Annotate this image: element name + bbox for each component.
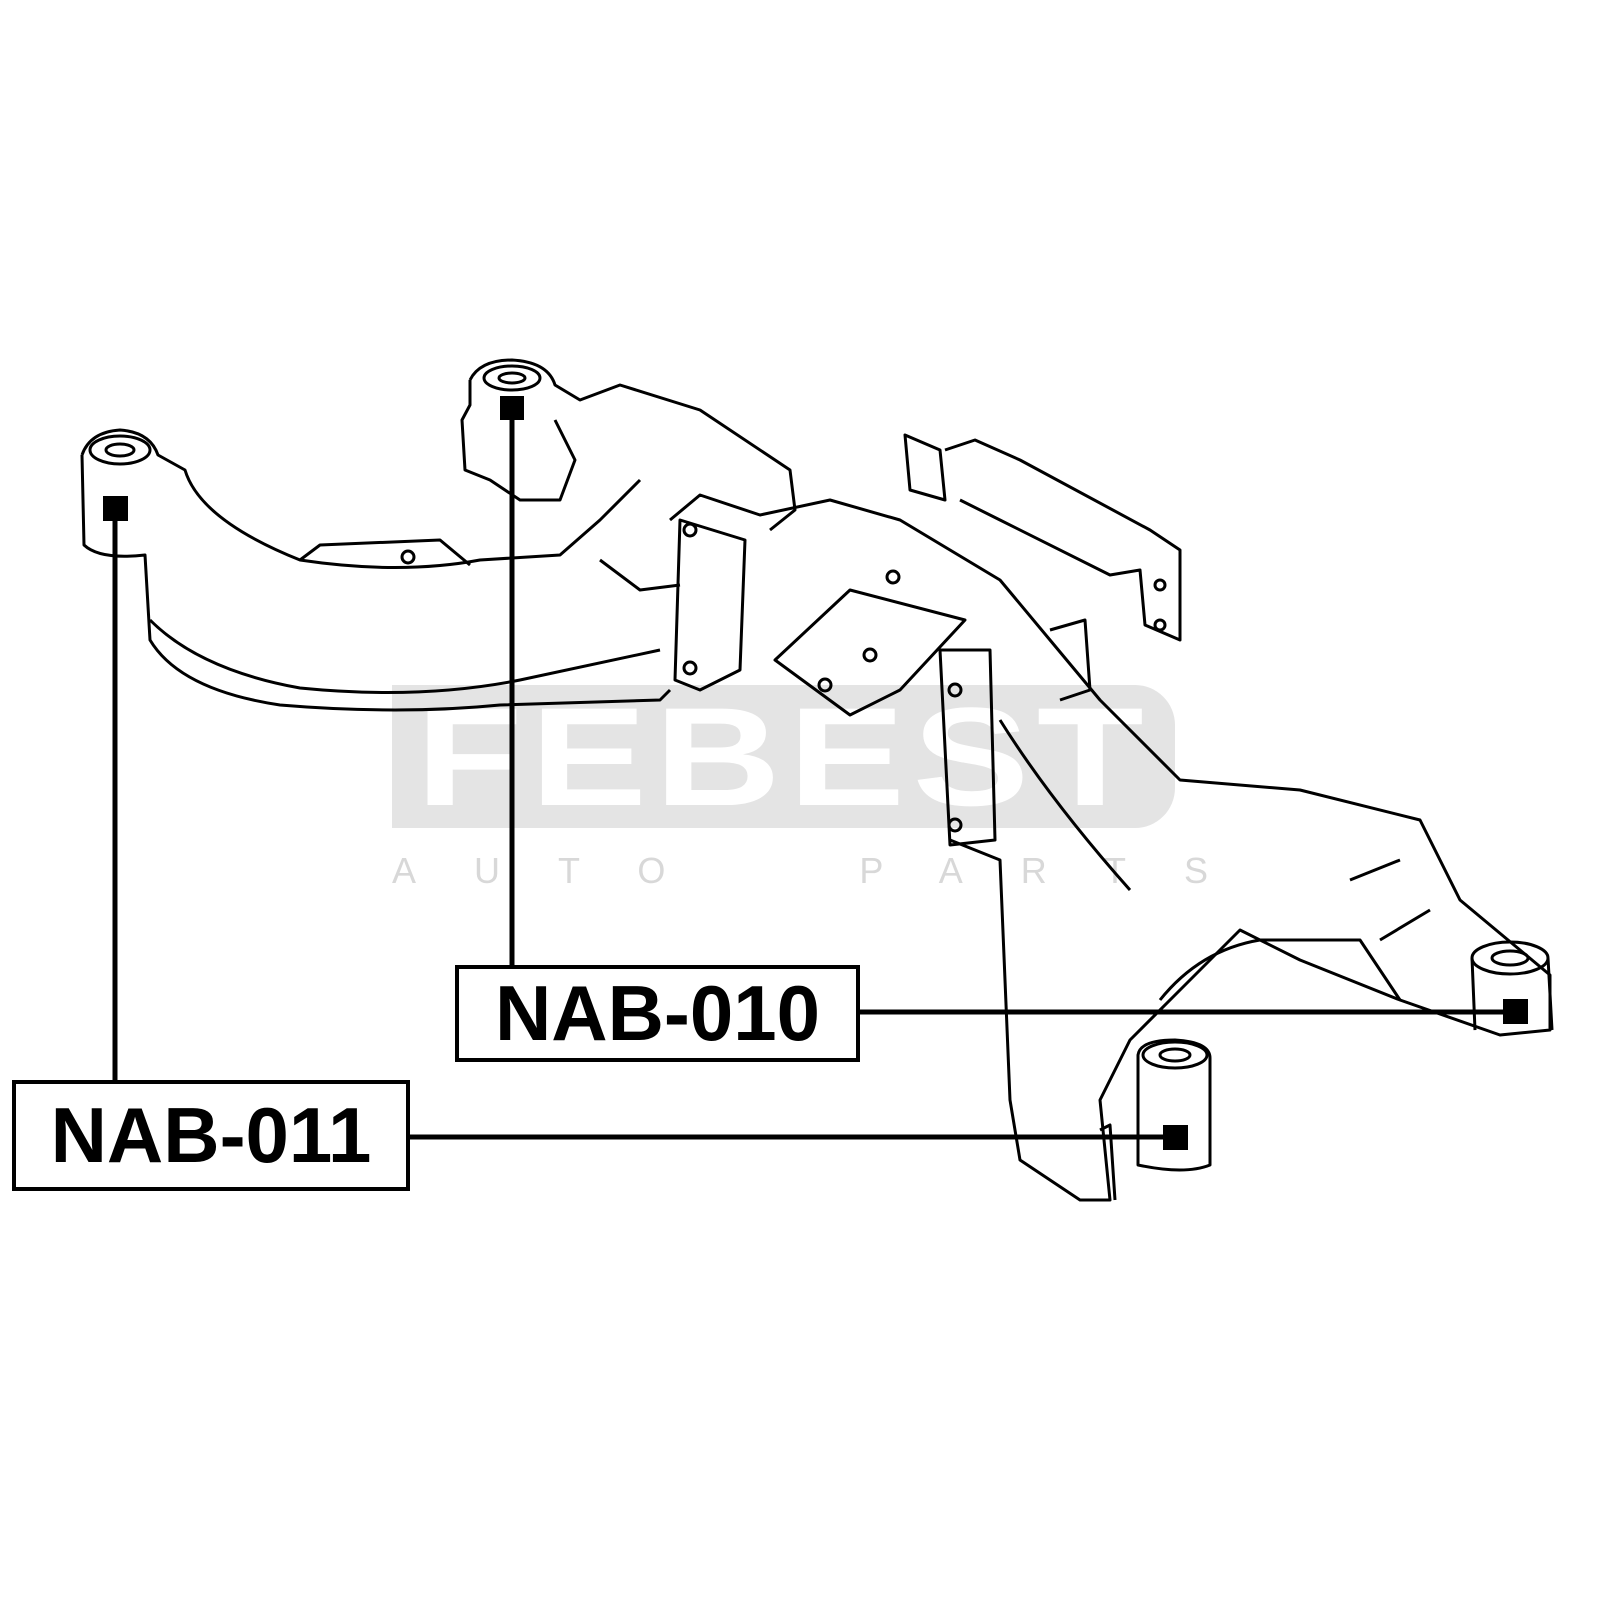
callout-nab-011: NAB-011 — [12, 1080, 410, 1191]
callout-nab-010: NAB-010 — [455, 965, 860, 1062]
marker-nab-010-top — [500, 396, 524, 420]
upper-right-link-outline — [903, 433, 1182, 642]
marker-nab-011-lower — [1163, 1125, 1188, 1150]
watermark-background — [392, 685, 1175, 828]
watermark-tagline: AUTO PARTS — [392, 850, 1267, 891]
top-bushing-outline — [460, 358, 797, 532]
marker-nab-011-left — [103, 496, 128, 521]
marker-nab-010-right — [1503, 999, 1528, 1024]
lower-bushing-outline — [1136, 1038, 1212, 1172]
